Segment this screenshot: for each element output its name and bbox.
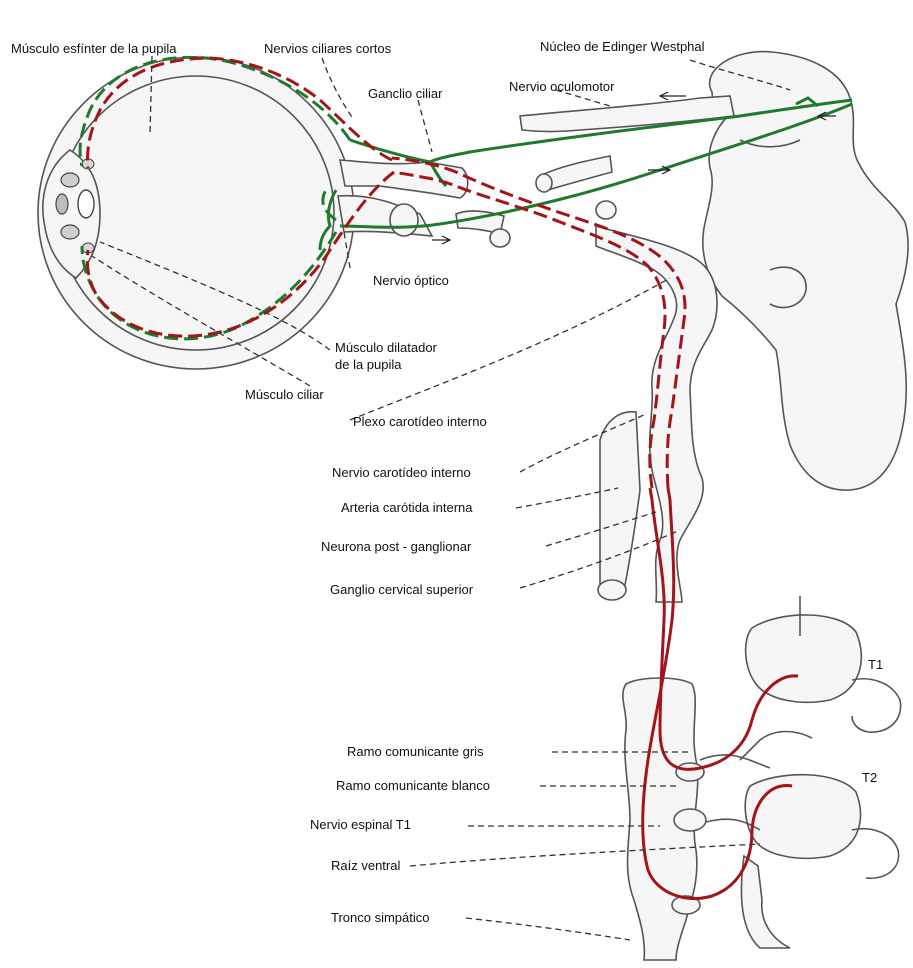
label-ramo-comunicante-gris: Ramo comunicante gris: [347, 744, 484, 759]
oculomotor-nerve-trunk: [520, 96, 734, 192]
internal-carotid-artery: [596, 226, 717, 602]
label-ganglio-cervical-superior: Ganglio cervical superior: [330, 582, 473, 597]
label-ramo-comunicante-blanco: Ramo comunicante blanco: [336, 778, 490, 793]
label-nervio-carotideo-interno: Nervio carotídeo interno: [332, 465, 471, 480]
label-nervio-espinal-t1: Nervio espinal T1: [310, 817, 411, 832]
label-raiz-ventral: Raíz ventral: [331, 858, 400, 873]
label-musculo-dilatador-line1: Músculo dilatador: [335, 340, 437, 355]
label-musculo-esfinter: Músculo esfínter de la pupila: [11, 41, 176, 56]
label-nervio-optico: Nervio óptico: [373, 273, 449, 288]
label-neurona-post-ganglionar: Neurona post - ganglionar: [321, 539, 471, 554]
label-nucleo-edinger-westphal: Núcleo de Edinger Westphal: [540, 39, 705, 54]
label-t1: T1: [868, 657, 883, 672]
label-nervio-oculomotor: Nervio oculomotor: [509, 79, 615, 94]
label-ganglio-ciliar: Ganclio ciliar: [368, 86, 442, 101]
label-musculo-ciliar: Músculo ciliar: [245, 387, 324, 402]
label-musculo-dilatador-line2: de la pupila: [335, 357, 402, 372]
label-arteria-carotida-interna: Arteria carótida interna: [341, 500, 473, 515]
label-t2: T2: [862, 770, 877, 785]
label-nervios-ciliares-cortos: Nervios ciliares cortos: [264, 41, 391, 56]
label-tronco-simpatico: Tronco simpático: [331, 910, 430, 925]
label-plexo-carotideo-interno: Plexo carotídeo interno: [353, 414, 487, 429]
eyeball: [38, 57, 354, 369]
